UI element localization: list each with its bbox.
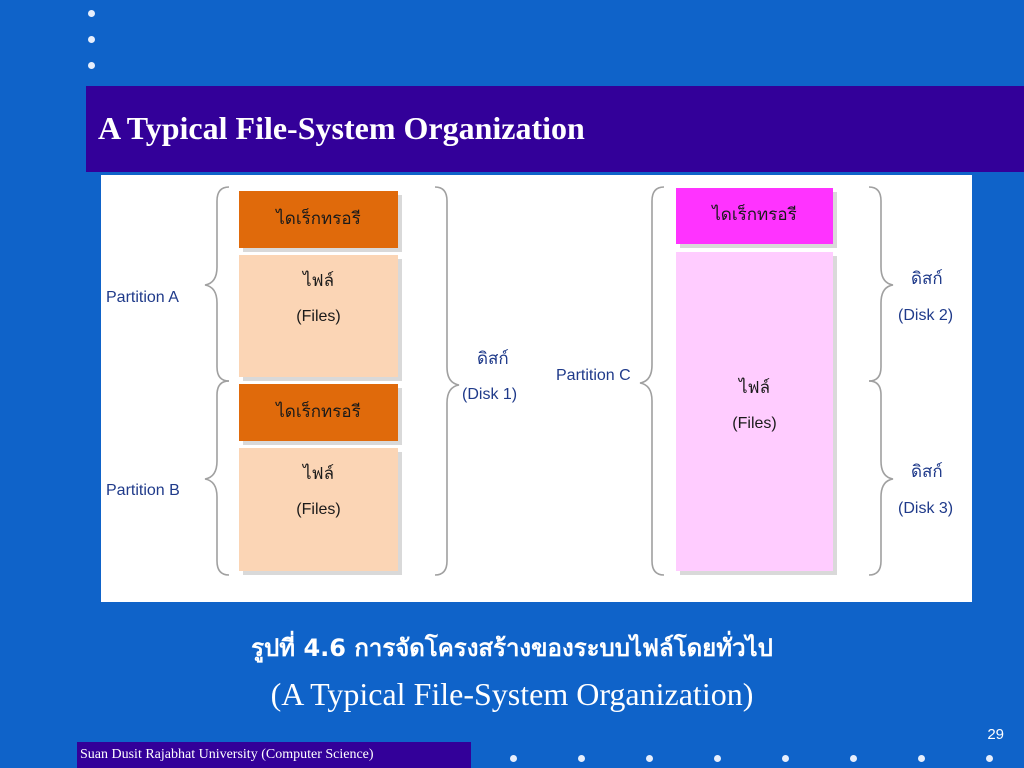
directory-label: ไดเร็กทรอรี (712, 205, 797, 225)
partition-a-directory: ไดเร็กทรอรี (239, 191, 398, 248)
disk3-brace (868, 380, 894, 576)
partition-b-brace (204, 380, 230, 576)
partition-c-directory: ไดเร็กทรอรี (676, 188, 833, 244)
caption-thai: รูปที่ 4.6 การจัดโครงสร้างของระบบไฟล์โดย… (251, 634, 773, 662)
files-eng-label: (Files) (732, 415, 777, 432)
partition-a-brace (204, 186, 230, 382)
partition-b-directory: ไดเร็กทรอรี (239, 384, 398, 441)
footer-institution: Suan Dusit Rajabhat University (Computer… (77, 742, 471, 768)
files-thai-label: ไฟล์ (738, 378, 770, 398)
disk1-brace (434, 186, 460, 576)
caption-english: (A Typical File-System Organization) (270, 676, 754, 712)
disk2-brace (868, 186, 894, 382)
disk3-thai-label: ดิสก์ (911, 462, 943, 481)
decorative-dots-bottom (510, 755, 993, 762)
partition-b-files: ไฟล์ (Files) (239, 448, 398, 571)
page-number: 29 (987, 726, 1004, 743)
partition-b-label: Partition B (106, 482, 180, 499)
disk1-eng-label: (Disk 1) (462, 386, 518, 403)
disk3-eng-label: (Disk 3) (898, 500, 954, 517)
file-system-diagram: ไดเร็กทรอรี ไฟล์ (Files) ไดเร็กทรอรี ไฟล… (101, 175, 972, 602)
directory-label: ไดเร็กทรอรี (276, 209, 361, 229)
title-bar: A Typical File-System Organization (86, 86, 1024, 172)
partition-a-label: Partition A (106, 289, 179, 306)
partition-c-label: Partition C (556, 367, 631, 384)
partition-c-files: ไฟล์ (Files) (676, 252, 833, 571)
disk2-thai-label: ดิสก์ (911, 269, 943, 288)
braces-layer (204, 186, 894, 576)
slide-title: A Typical File-System Organization (98, 110, 585, 146)
partition-c-brace (639, 186, 665, 576)
files-eng-label: (Files) (296, 308, 341, 325)
directory-label: ไดเร็กทรอรี (276, 402, 361, 422)
files-thai-label: ไฟล์ (302, 464, 334, 484)
partition-a-files: ไฟล์ (Files) (239, 255, 398, 377)
disk1-thai-label: ดิสก์ (477, 349, 509, 368)
decorative-dots-top (88, 10, 100, 88)
disk2-eng-label: (Disk 2) (898, 307, 954, 324)
files-eng-label: (Files) (296, 501, 341, 518)
files-thai-label: ไฟล์ (302, 271, 334, 291)
